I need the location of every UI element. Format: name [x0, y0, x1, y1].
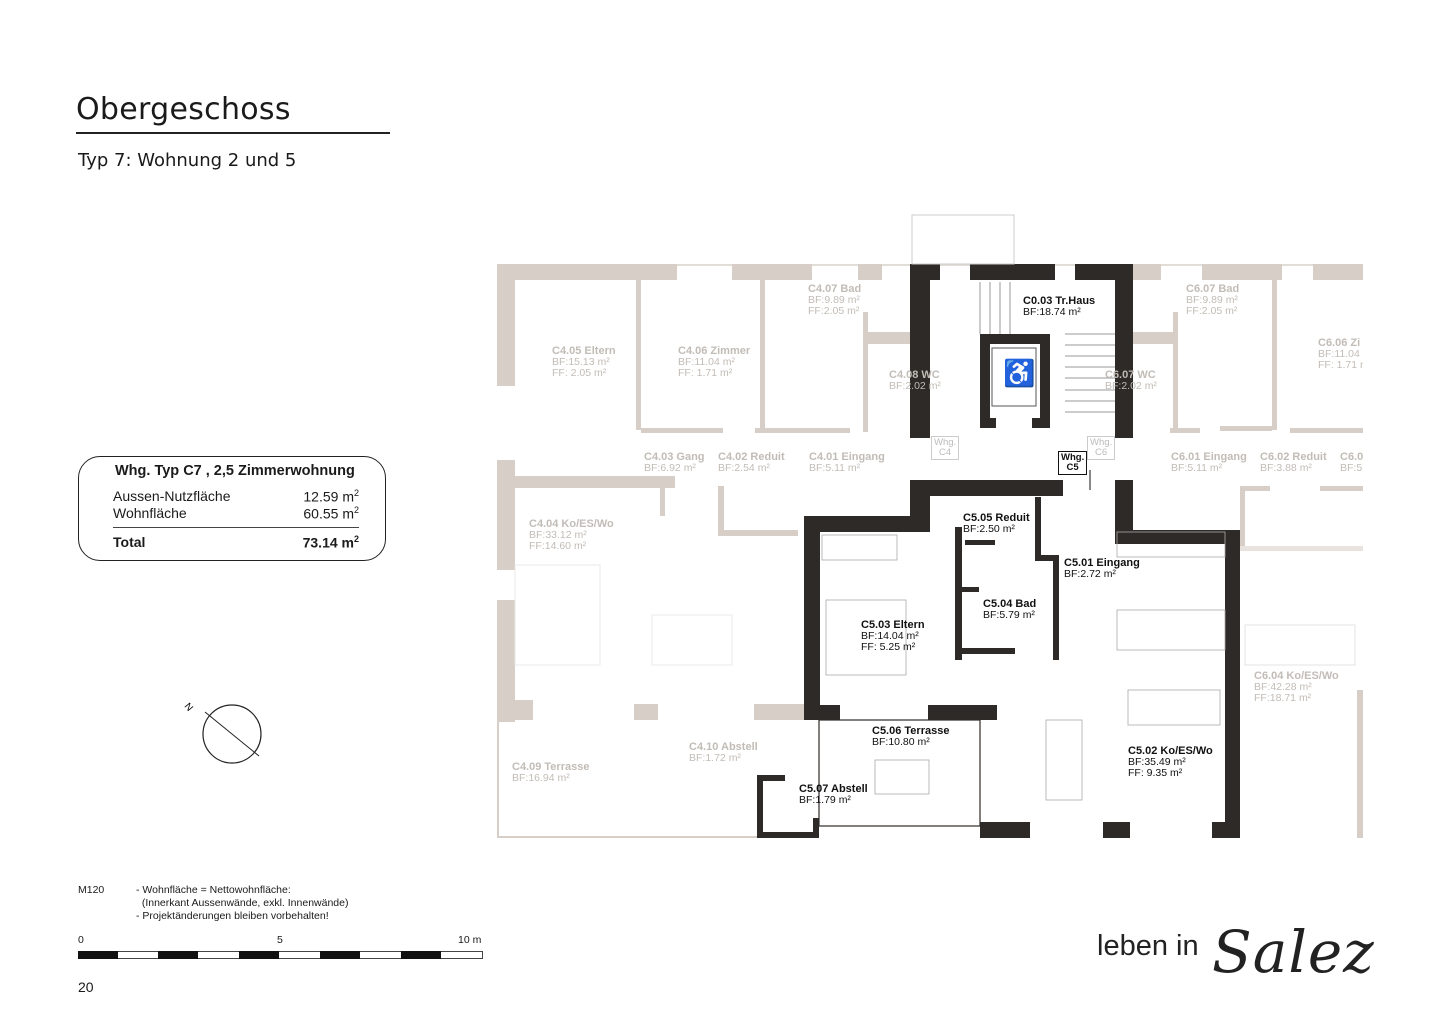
scale-label: 5: [277, 934, 283, 946]
note-line: - Wohnfläche = Nettowohnfläche:: [136, 884, 291, 896]
logo-script: Salez: [1212, 918, 1375, 986]
title-divider: [76, 132, 390, 134]
summary-label: Total: [113, 534, 146, 550]
stairs: [911, 214, 1115, 490]
unit-tag: Whg.C6: [1087, 436, 1116, 460]
summary-divider: [113, 527, 359, 528]
summary-label: Aussen-Nutzfläche: [113, 488, 231, 504]
active-unit-walls: [757, 264, 1240, 838]
scale-code: M120: [78, 884, 105, 896]
summary-label: Wohnfläche: [113, 505, 187, 521]
neighbor-units: [497, 264, 1363, 838]
unit-summary-box: Whg. Typ C7 , 2,5 Zimmerwohnung Aussen-N…: [78, 456, 386, 561]
page-title: Obergeschoss: [76, 92, 291, 127]
furniture: [514, 531, 1356, 801]
note-line: (Innerkant Aussenwände, exkl. Innenwände…: [136, 897, 349, 909]
summary-total-row: Total 73.14 m2: [113, 534, 359, 551]
summary-value: 60.55 m2: [303, 505, 359, 522]
note-line: - Projektänderungen bleiben vorbehalten!: [136, 910, 329, 922]
unit-tag-active: Whg.C5: [1058, 451, 1088, 475]
page-subtitle: Typ 7: Wohnung 2 und 5: [78, 150, 297, 171]
terrace-outline: [818, 719, 981, 827]
scale-bar: [78, 951, 483, 959]
page-number: 20: [78, 979, 94, 995]
unit-tag: Whg.C4: [931, 436, 960, 460]
compass-icon: N: [182, 701, 262, 764]
unit-summary-title: Whg. Typ C7 , 2,5 Zimmerwohnung: [115, 463, 355, 479]
scale-label: 0: [78, 934, 84, 946]
wheelchair-icon: ♿: [1003, 358, 1036, 388]
summary-row: Wohnfläche 60.55 m2: [113, 505, 359, 522]
summary-value: 12.59 m2: [303, 488, 359, 505]
logo-text: leben in: [1097, 930, 1199, 962]
summary-value: 73.14 m2: [302, 534, 359, 551]
summary-row: Aussen-Nutzfläche 12.59 m2: [113, 488, 359, 505]
scale-label: 10 m: [458, 934, 482, 946]
